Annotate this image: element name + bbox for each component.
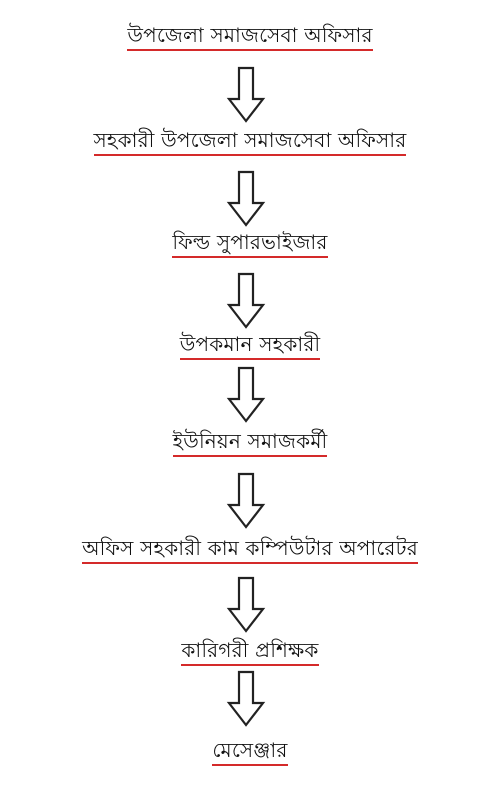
flow-node-label: ফিল্ড সুপারভাইজার — [172, 229, 328, 258]
flow-node-6: অফিস সহকারী কাম কম্পিউটার অপারেটর — [0, 535, 500, 564]
down-arrow-icon — [226, 66, 266, 124]
flow-node-label: কারিগরী প্রশিক্ষক — [181, 637, 319, 666]
flow-node-1: উপজেলা সমাজসেবা অফিসার — [0, 22, 500, 51]
flow-node-8: মেসেঞ্জার — [0, 737, 500, 766]
flow-node-2: সহকারী উপজেলা সমাজসেবা অফিসার — [0, 127, 500, 156]
flow-node-label: সহকারী উপজেলা সমাজসেবা অফিসার — [93, 127, 407, 156]
flow-node-label: মেসেঞ্জার — [212, 737, 288, 766]
down-arrow-icon — [226, 272, 266, 330]
flow-node-label: ইউনিয়ন সমাজকর্মী — [172, 428, 328, 457]
flow-node-7: কারিগরী প্রশিক্ষক — [0, 637, 500, 666]
flow-node-4: উপকমান সহকারী — [0, 331, 500, 360]
flow-node-5: ইউনিয়ন সমাজকর্মী — [0, 428, 500, 457]
down-arrow-icon — [226, 366, 266, 424]
flow-node-label: উপজেলা সমাজসেবা অফিসার — [127, 22, 373, 51]
flow-node-3: ফিল্ড সুপারভাইজার — [0, 229, 500, 258]
flow-node-label: অফিস সহকারী কাম কম্পিউটার অপারেটর — [82, 535, 418, 564]
down-arrow-icon — [226, 670, 266, 728]
down-arrow-icon — [226, 576, 266, 634]
down-arrow-icon — [226, 472, 266, 530]
flow-node-label: উপকমান সহকারী — [179, 331, 321, 360]
down-arrow-icon — [226, 170, 266, 228]
